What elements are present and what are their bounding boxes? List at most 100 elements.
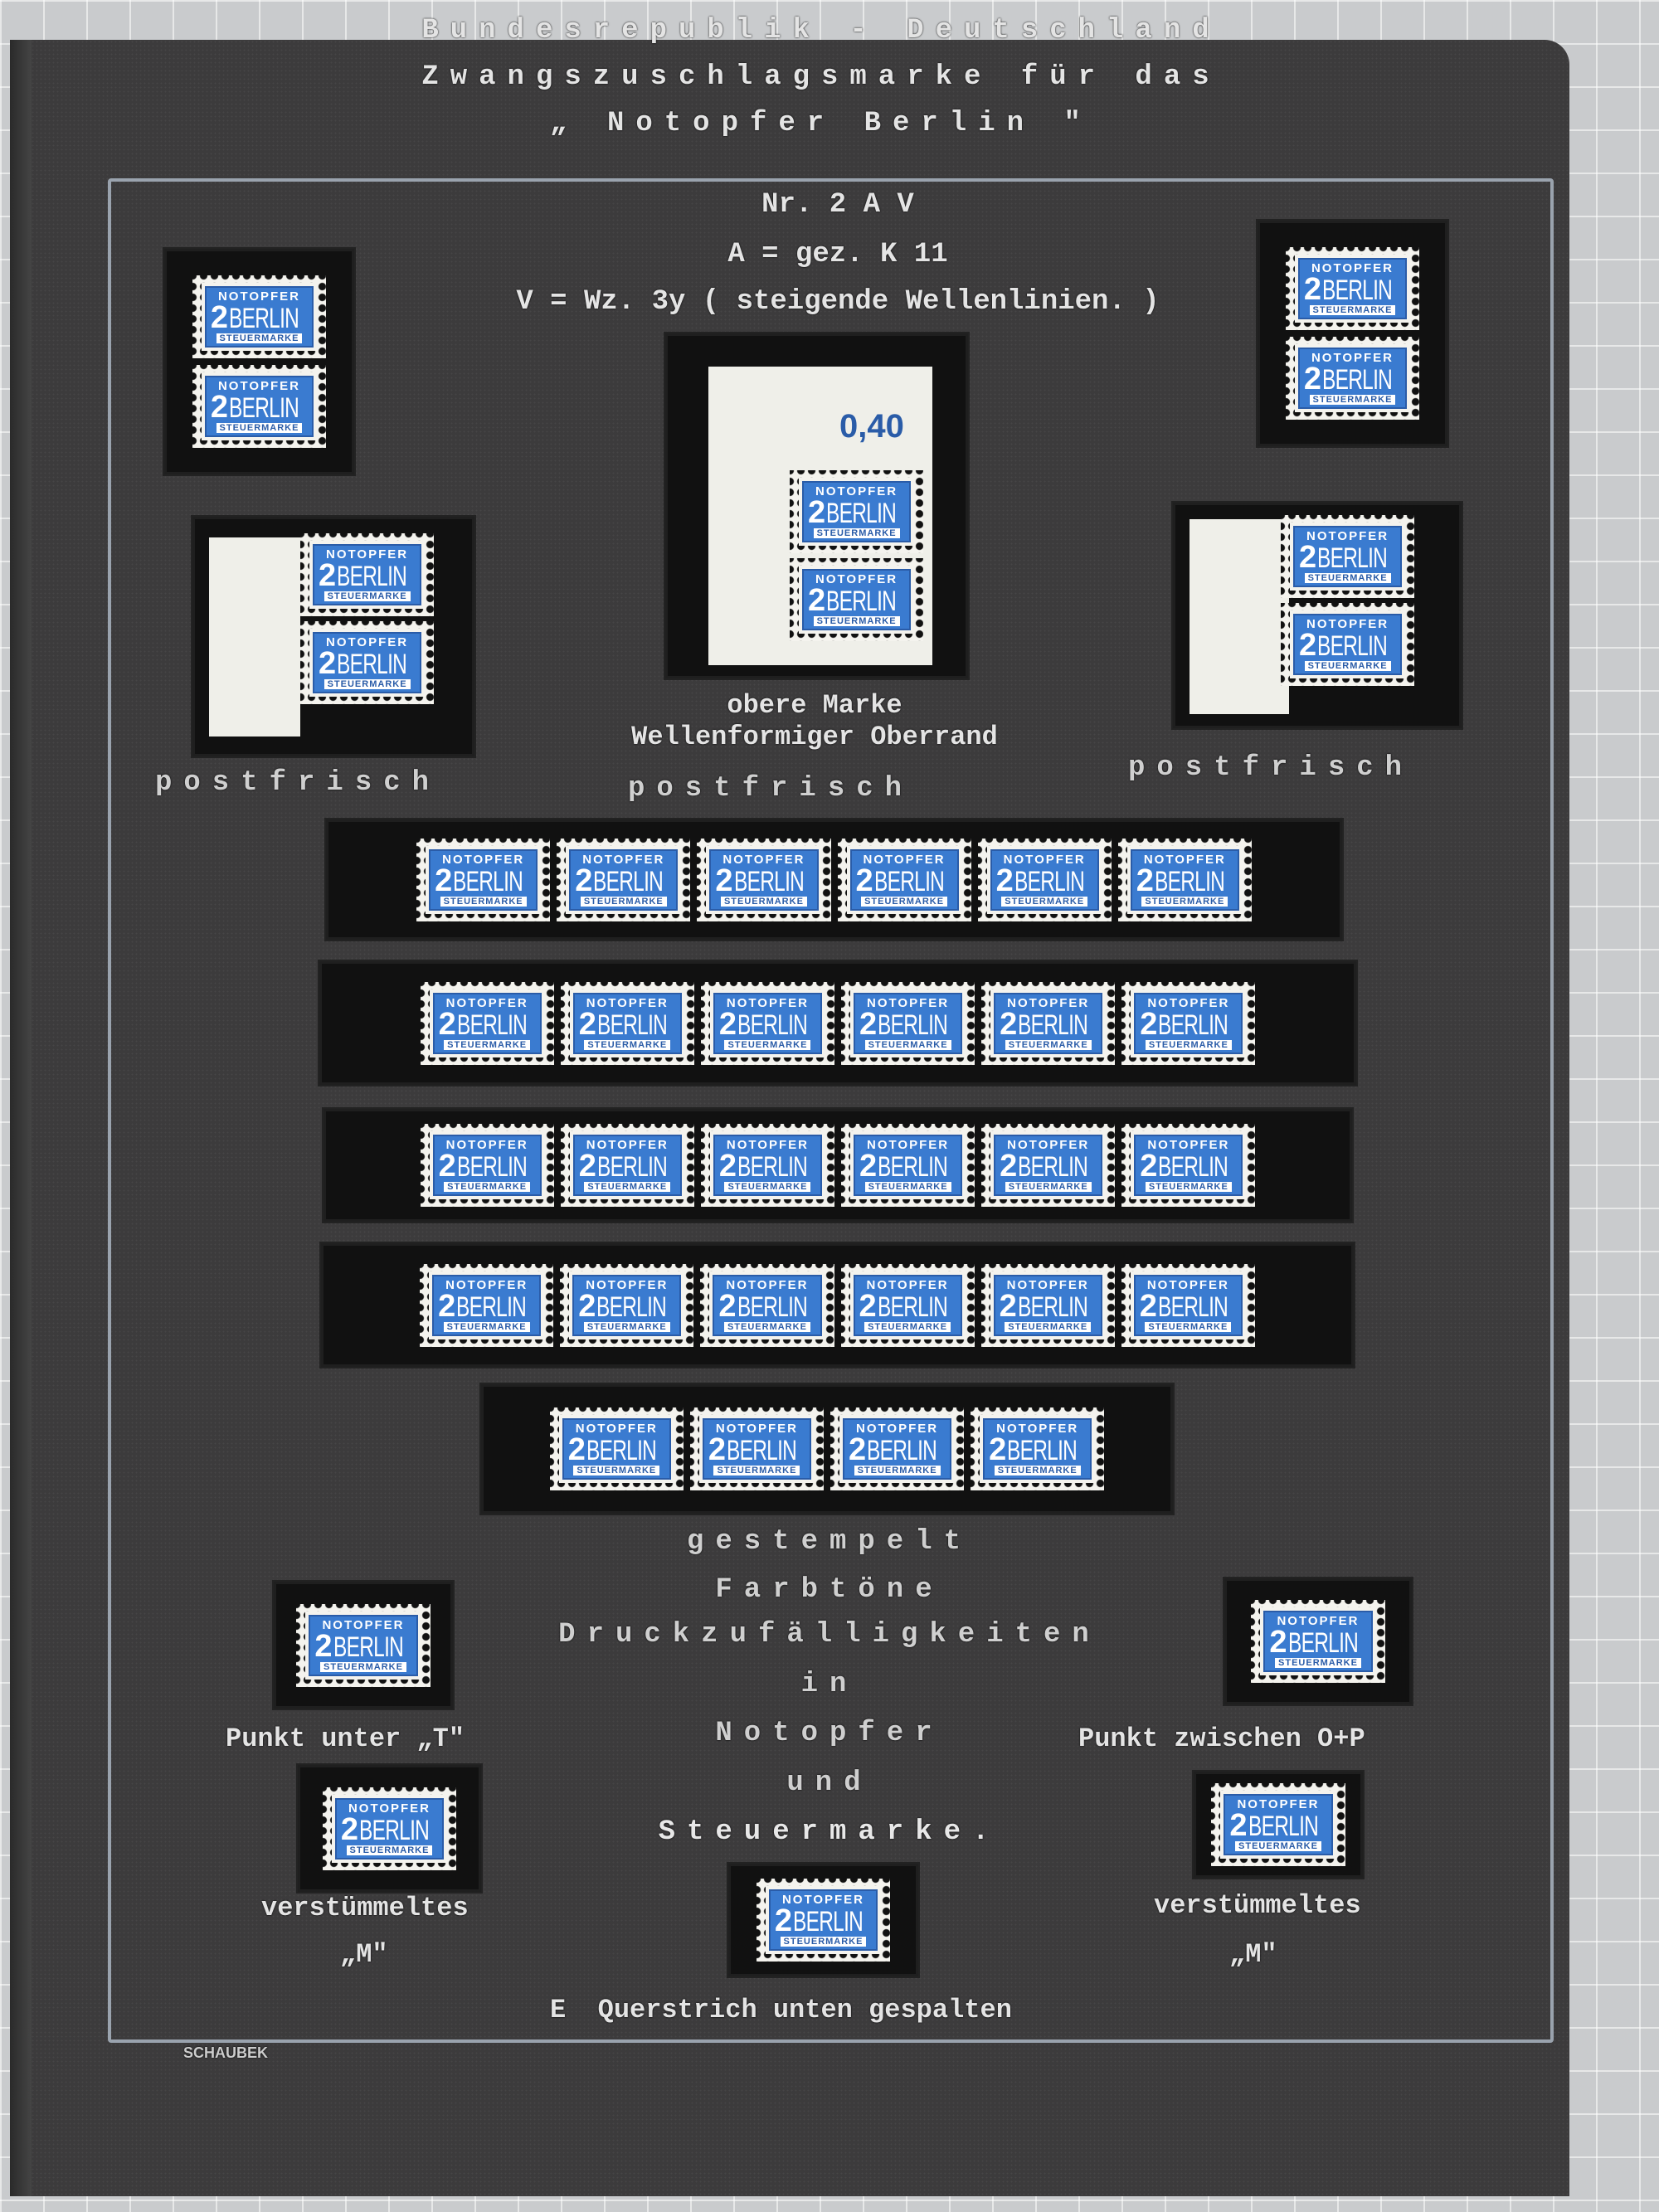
stamp-top-text: NOTOPFER [217,379,301,393]
stamp-city: BERLIN [727,1435,797,1466]
stamp-city: BERLIN [1018,1151,1088,1183]
stamp-bottom-text: STEUERMARKE [994,1466,1081,1475]
stamp-top-text: NOTOPFER [1311,351,1394,365]
watermark-note: V = Wz. 3y ( steigende Wellenlinien. ) [516,286,1160,318]
stamp-value: 2 [1303,272,1322,307]
stamp-city: BERLIN [737,1009,808,1041]
stamp-city: BERLIN [793,1906,864,1937]
stamp-bottom-text: STEUERMARKE [1235,1841,1321,1851]
stamp-bottom-text: STEUERMARKE [1005,1321,1092,1332]
stamp-top-text: NOTOPFER [1007,1138,1090,1152]
title-line-3: „ Notopfer Berlin " [550,108,1092,139]
stamp-city: BERLIN [593,865,664,897]
sheet-margin [209,537,300,737]
page-binding [10,40,32,2196]
title-line-1: Bundesrepublik - Deutschland [421,15,1221,46]
stamp-top-text: NOTOPFER [996,1422,1079,1436]
stamp-bottom-text: STEUERMARKE [324,591,411,601]
stamp-value: 2 [1136,863,1154,898]
stamp-top-text: NOTOPFER [867,995,950,1010]
stamp-bottom-text: STEUERMARKE [580,896,667,907]
stamp-value: 2 [1140,1149,1158,1184]
stamp-value: 2 [575,863,593,898]
wavy-margin-note: Wellenformiger Oberrand [631,722,998,752]
stamp-top-text: NOTOPFER [866,1277,949,1292]
stamp-bottom-text: STEUERMARKE [1145,1039,1232,1050]
stamp-bottom-text: STEUERMARKE [1005,1182,1092,1192]
stamp-value: 2 [210,390,229,425]
stamp-city: BERLIN [1287,1627,1359,1659]
stamp-value: 2 [1140,1006,1158,1042]
stamp-city: BERLIN [826,586,897,617]
mint-label-right: postfrisch [1128,752,1414,784]
stamp-top-text: NOTOPFER [445,995,528,1010]
stamp-value: 2 [1299,540,1317,575]
catalog-number: Nr. 2 A V [761,189,914,221]
shades-label: Farbtöne [715,1574,944,1606]
page-frame [108,178,1554,2043]
stamp-city: BERLIN [229,303,299,334]
stamp-top-text: NOTOPFER [1007,995,1090,1010]
stamp-value: 2 [859,1006,878,1042]
sheet-margin [1190,519,1289,714]
stamp-value: 2 [1303,362,1322,396]
stamp-top-text: NOTOPFER [326,635,409,649]
stamp-top-text: NOTOPFER [582,852,665,867]
stamp-top-text: NOTOPFER [1147,1138,1230,1152]
stamp-top-text: NOTOPFER [856,1422,939,1436]
stamp-bottom-text: STEUERMARKE [780,1937,867,1947]
stamp-top-text: NOTOPFER [1311,261,1394,275]
stamp-city: BERLIN [878,1151,948,1183]
stamp-bottom-text: STEUERMARKE [864,1039,951,1050]
steuermarke-label: Steuermarke. [658,1816,1001,1848]
stamp-value: 2 [718,1288,737,1324]
stamp-bottom-text: STEUERMARKE [440,896,527,907]
stamp-top-text: NOTOPFER [726,1138,809,1152]
stamp-value: 2 [774,1903,793,1938]
stamp-top-text: NOTOPFER [1003,852,1086,867]
stamp-bottom-text: STEUERMARKE [724,1039,811,1050]
stamp-bottom-text: STEUERMARKE [1304,661,1391,671]
stamp-top-text: NOTOPFER [726,995,809,1010]
stamp-value: 2 [718,1006,737,1042]
stamp-city: BERLIN [337,649,407,680]
stamp-top-text: NOTOPFER [1306,529,1389,543]
stamp-city: BERLIN [733,865,805,897]
stamp-city: BERLIN [337,561,407,592]
e-split-label: E Querstrich unten gespalten [550,1995,1012,2025]
